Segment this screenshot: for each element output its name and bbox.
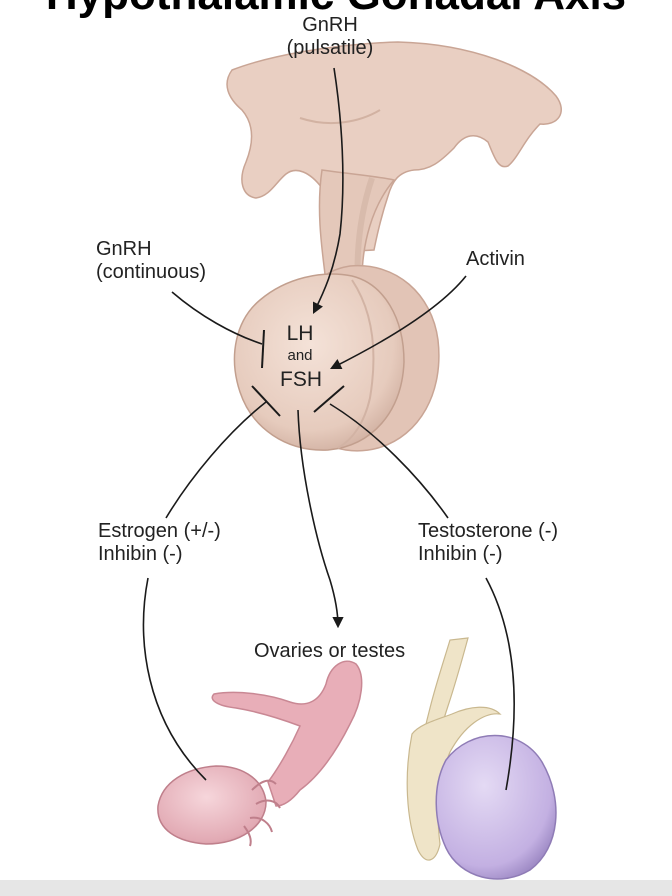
label-testosterone-line: Testosterone (-) (418, 520, 559, 542)
ovary (157, 660, 363, 847)
label-gnrh-continuous-line1: GnRH (96, 238, 152, 260)
label-activin: Activin (466, 248, 525, 270)
arrow-activin (329, 275, 467, 370)
page-title: Hypothalamic Gonadal Axis (0, 0, 672, 17)
hypothalamus-tissue (226, 41, 562, 253)
line-testis (485, 577, 515, 791)
label-gnrh-pulsatile-line2: (pulsatile) (286, 37, 374, 59)
label-target: Ovaries or testes (254, 640, 406, 662)
inhibit-bar-gnrh (261, 329, 265, 369)
label-gnrh-pulsatile: GnRH (pulsatile) (280, 14, 380, 60)
label-gnrh-pulsatile-line1: GnRH (302, 14, 358, 36)
bottom-scroll-bar (0, 880, 672, 896)
label-lh: LH (286, 322, 314, 345)
label-estrogen-inhibin: Estrogen (+/-) Inhibin (-) (98, 520, 221, 566)
inhibit-estrogen (165, 401, 267, 519)
inhibit-bar-testosterone (313, 385, 345, 413)
label-gnrh-continuous-line2: (continuous) (96, 261, 207, 283)
arrow-gnrh-pulsatile (312, 67, 344, 315)
label-inhibin-left-line: Inhibin (-) (98, 543, 183, 565)
inhibit-gnrh-continuous (171, 291, 263, 345)
pituitary-gland (233, 264, 440, 452)
pituitary-stalk (318, 169, 396, 283)
arrow-to-gonads (297, 409, 344, 629)
label-estrogen-line: Estrogen (+/-) (98, 520, 221, 542)
label-gnrh-continuous: GnRH (continuous) (96, 238, 206, 284)
testis (406, 637, 557, 880)
label-testosterone-inhibin: Testosterone (-) Inhibin (-) (418, 520, 558, 566)
line-ovary (142, 577, 207, 781)
inhibit-testosterone (329, 403, 449, 519)
inhibit-bar-estrogen (251, 385, 281, 417)
label-fsh: FSH (280, 368, 322, 391)
label-inhibin-right-line: Inhibin (-) (418, 543, 503, 565)
label-and: and (287, 347, 313, 364)
